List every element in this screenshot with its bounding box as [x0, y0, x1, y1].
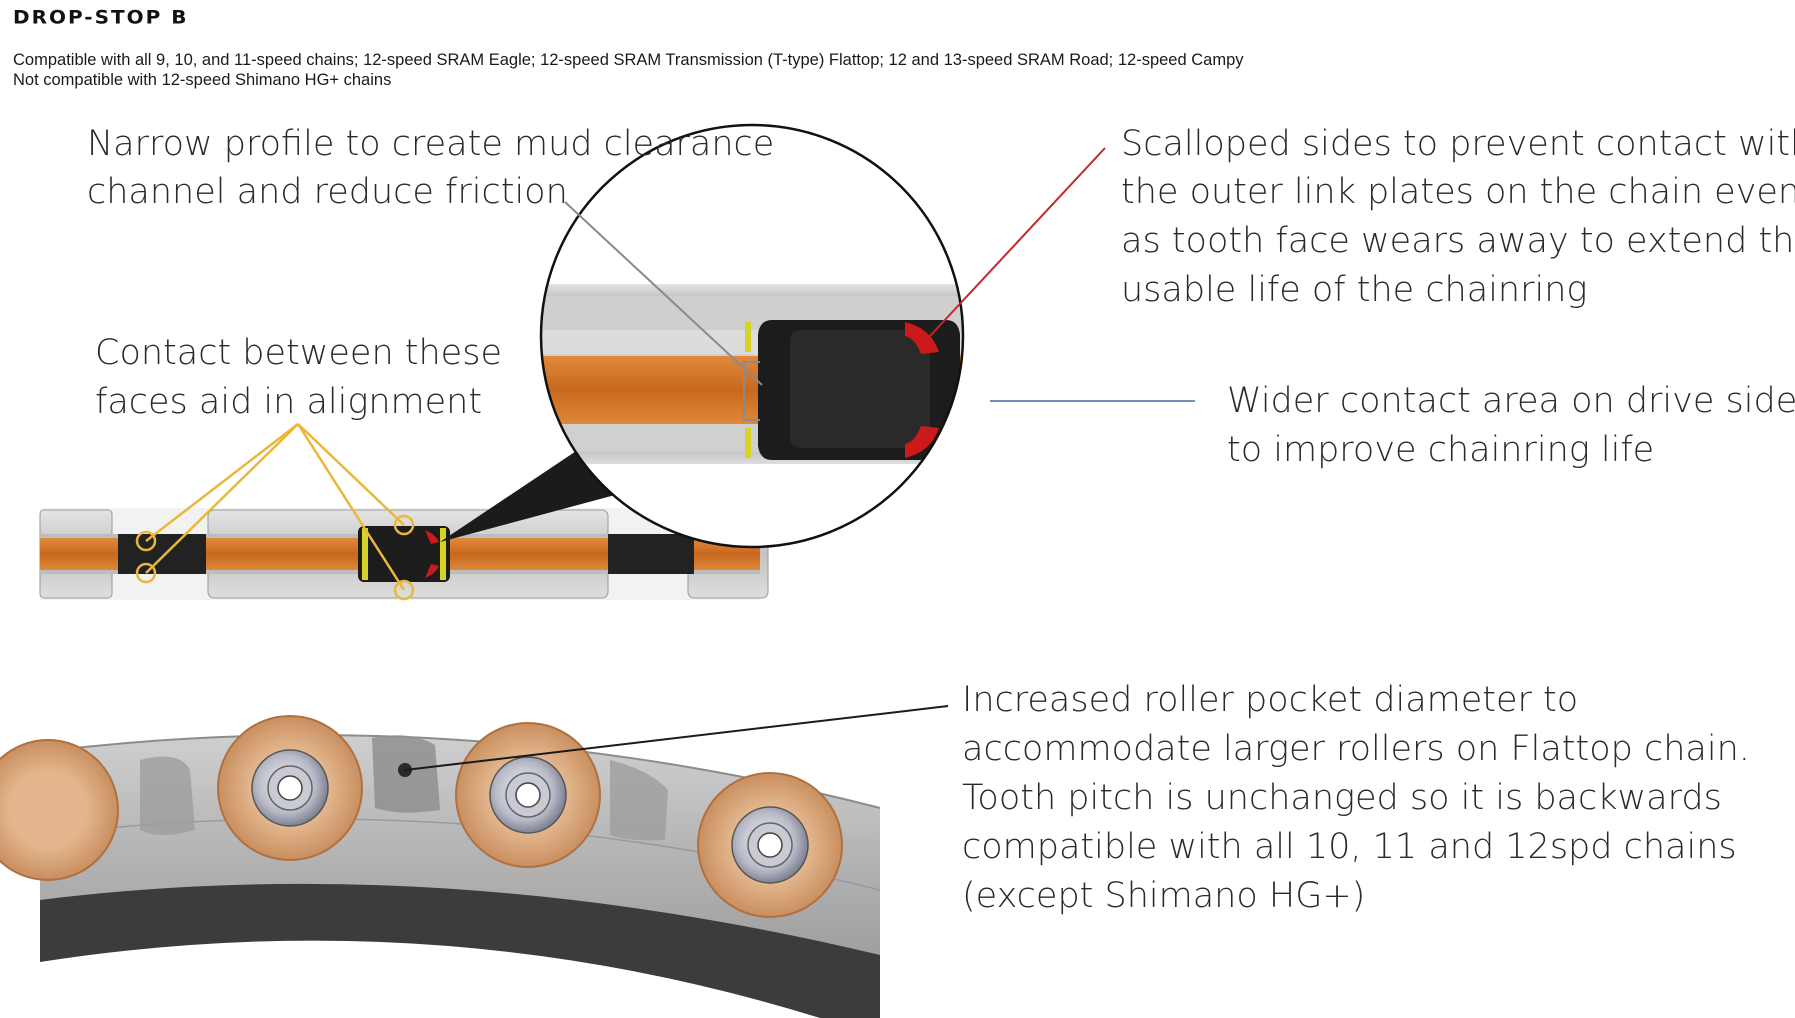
callout-line: Narrow profile to create mud clearance — [87, 124, 774, 164]
callout-line: faces aid in alignment — [95, 382, 482, 422]
tooth-in-chain — [358, 526, 450, 582]
callout-scalloped-sides: Scalloped sides to prevent contact with … — [1121, 124, 1795, 310]
leader-narrow-profile — [564, 201, 763, 386]
callout-wider-contact: Wider contact area on drive side to impr… — [1227, 381, 1795, 470]
magnifier-ring — [539, 123, 965, 549]
roller-4 — [697, 772, 843, 918]
callout-line: Tooth pitch is unchanged so it is backwa… — [962, 778, 1722, 818]
callout-line: usable life of the chainring — [1121, 270, 1587, 310]
incompatibility-text: Not compatible with 12-speed Shimano HG+… — [13, 71, 392, 89]
leader-scalloped — [929, 147, 1106, 337]
callout-line: the outer link plates on the chain even — [1121, 172, 1795, 212]
callout-line: Wider contact area on drive side — [1227, 381, 1795, 421]
roller-3 — [455, 722, 601, 868]
roller-1 — [0, 739, 119, 881]
callout-line: (except Shimano HG+) — [962, 876, 1365, 916]
leader-contact-faces — [145, 423, 406, 591]
callout-line: Contact between these — [95, 333, 502, 373]
callout-line: as tooth face wears away to extend the — [1121, 221, 1795, 261]
callout-contact-faces: Contact between these faces aid in align… — [95, 333, 502, 422]
chain-side-view — [39, 508, 769, 601]
callout-narrow-profile: Narrow profile to create mud clearance c… — [87, 124, 774, 212]
callout-line: channel and reduce friction — [87, 172, 568, 212]
magnified-tooth-view — [539, 123, 965, 549]
contact-point-markers — [135, 514, 415, 601]
page-title: DROP-STOP B — [13, 5, 189, 29]
callout-line: Increased roller pocket diameter to — [962, 680, 1578, 720]
callout-line: compatible with all 10, 11 and 12spd cha… — [962, 827, 1737, 867]
callout-line: Scalloped sides to prevent contact with — [1121, 124, 1795, 164]
compatibility-text: Compatible with all 9, 10, and 11-speed … — [13, 51, 1244, 69]
scallop-bottom — [905, 426, 939, 458]
leader-roller-pocket — [404, 705, 949, 771]
callout-line: accommodate larger rollers on Flattop ch… — [962, 729, 1750, 769]
callout-roller-pocket: Increased roller pocket diameter to acco… — [962, 680, 1750, 916]
chainring-section — [0, 700, 920, 1018]
roller-2 — [217, 715, 363, 861]
scallop-top — [905, 322, 939, 354]
callout-line: to improve chainring life — [1227, 430, 1654, 470]
